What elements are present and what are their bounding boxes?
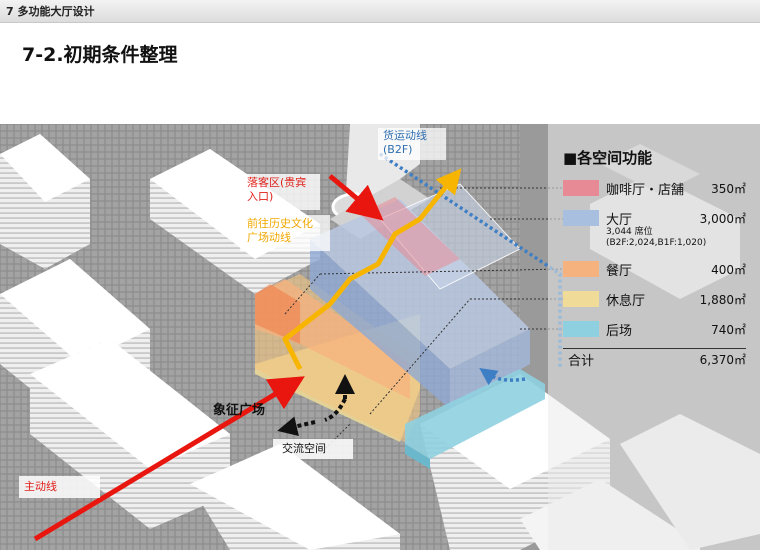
legend-total-area: 6,370㎡ <box>700 351 746 368</box>
dropoff-label-2: 入口) <box>247 190 273 204</box>
legend-name-restaurant: 餐厅 <box>606 260 632 279</box>
legend-area-backstage: 740㎡ <box>711 321 746 338</box>
legend-area-lounge: 1,880㎡ <box>700 291 746 308</box>
legend-swatch-lounge <box>563 291 599 307</box>
legend-total-divider <box>563 348 746 349</box>
legend-area-restaurant: 400㎡ <box>711 261 746 278</box>
legend-area-hall: 3,000㎡ <box>700 210 746 227</box>
main-route-label: 主动线 <box>24 480 57 494</box>
history-route-label-1: 前往历史文化 <box>247 217 313 231</box>
legend-swatch-cafe <box>563 180 599 196</box>
legend-swatch-restaurant <box>563 261 599 277</box>
legend-swatch-hall <box>563 210 599 226</box>
legend-total-label: 合计 <box>568 350 594 369</box>
site-plan-diagram: 落客区(贵宾 入口) 前往历史文化 广场动线 货运动线 (B2F) 象征广场 交… <box>0 124 760 550</box>
plaza-label: 象征广场 <box>213 404 265 418</box>
legend-swatch-backstage <box>563 321 599 337</box>
exchange-space-label: 交流空间 <box>282 442 326 456</box>
freight-route-label-2: (B2F) <box>383 143 412 157</box>
legend-note-hall-breakdown: (B2F:2,024,B1F:1,020) <box>606 238 706 249</box>
freight-route-label-1: 货运动线 <box>383 129 427 143</box>
legend-title: ■各空间功能 <box>563 147 652 168</box>
legend-area-cafe: 350㎡ <box>711 180 746 197</box>
legend-note-hall-seats: 3,044 席位 <box>606 227 653 238</box>
legend-name-cafe: 咖啡厅・店舗 <box>606 179 684 198</box>
history-route-label-2: 广场动线 <box>247 231 291 245</box>
header-bar: 7 多功能大厅设计 <box>0 0 760 23</box>
legend-name-backstage: 后场 <box>606 320 632 339</box>
page-title: 7-2.初期条件整理 <box>22 40 178 67</box>
section-header: 7 多功能大厅设计 <box>6 3 94 19</box>
legend-name-hall: 大厅 <box>606 209 632 228</box>
dropoff-label-1: 落客区(贵宾 <box>247 176 306 190</box>
legend-name-lounge: 休息厅 <box>606 290 645 309</box>
